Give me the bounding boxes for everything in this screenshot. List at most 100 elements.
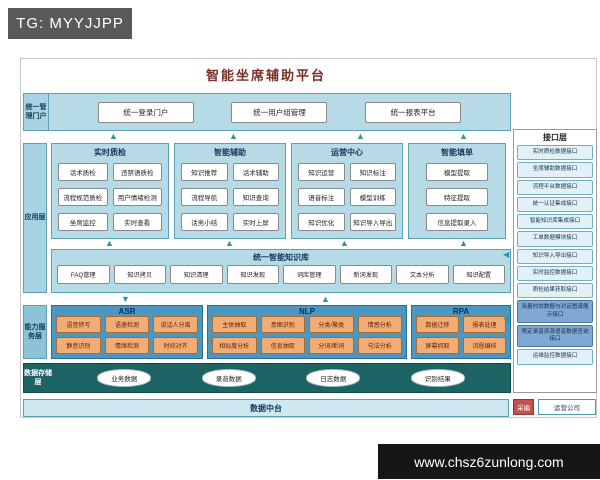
app-function-item: 知识运营 [298,163,345,181]
footer-box-left: 采编 [513,399,534,415]
up-arrow-icon: ▲ [356,131,365,141]
capability-layer-label: 能力服务层 [23,305,47,359]
app-function-item: 实时查看 [112,213,162,231]
capability-item: 相似度分析 [212,336,257,354]
interface-item: 流程平台数据接口 [517,179,593,195]
portal-item: 统一登录门户 [97,101,194,123]
data-platform-bar: 数据中台 [23,399,509,417]
panel-title: RPA [452,307,470,316]
interface-item: 智能知识库集成接口 [517,214,593,230]
database-cylinder: 识别结果 [410,369,465,387]
up-arrow-icon: ▲ [459,238,468,248]
interface-layer-title: 接口层 [543,133,567,142]
panel-nlp: NLP 主体抽取意图识别分类/聚类情感分析相似度分析信息抽取分词/断词句法分析 [207,305,407,359]
group-title: 运营中心 [331,148,363,157]
database-cylinder: 业务数据 [97,369,152,387]
portal-arrows: ▲ ▲ ▲ ▲ [21,132,511,142]
site-badge: www.chsz6zunlong.com [378,444,600,479]
capability-item: 分类/聚类 [309,316,354,334]
up-arrow-icon: ▲ [225,238,234,248]
capability-layer: 能力服务层 ASR 语音转写语速检测说话人分离静音识别情绪检测时间对齐 NLP … [23,305,511,359]
group-arrows: ▲ ▲ ▲ ▲ [51,239,511,249]
interface-item: 坐席辅助数据接口 [517,162,593,178]
panel-asr: ASR 语音转写语速检测说话人分离静音识别情绪检测时间对齐 [51,305,203,359]
down-arrow-icon: ▼ [121,294,130,304]
interface-item: 统一认证集成接口 [517,196,593,213]
group-title: 实时质检 [94,148,126,157]
app-function-item: 特征提取 [425,188,489,206]
knowledge-base-item: 知识发现 [226,265,279,284]
app-function-item: 话务小结 [181,213,228,231]
app-function-item: 信息提取录入 [425,213,489,231]
capability-item: 分词/断词 [309,336,354,354]
database-cylinder: 日志数据 [306,369,361,387]
database-cylinder: 录音数据 [201,369,256,387]
portal-layer-label: 统一管理门户 [23,93,49,131]
knowledge-base-item: 文本分析 [396,265,449,284]
panel-title: NLP [299,307,315,316]
portal-item: 统一用户组管理 [231,101,328,123]
app-function-item: 违禁语质检 [112,163,162,181]
group-title: 智能填单 [441,148,473,157]
storage-layer: 数据存储层 业务数据 录音数据 日志数据 识别结果 [23,363,511,393]
group-smart-form: 智能填单 模型提取特征提取信息提取录入 [408,143,506,239]
knowledge-base-title: 统一智能知识库 [253,253,309,262]
capability-item: 语音转写 [56,316,101,334]
app-function-item: 实时上屏 [232,213,279,231]
up-arrow-icon: ▲ [109,131,118,141]
knowledge-base-box: 统一智能知识库 FAQ管理知识拷贝知识清理知识发现词库管理新词发现文本分析知识配… [51,249,511,293]
application-groups: 实时质检 话术质检违禁语质检流程规范质检用户情绪检测坐席监控实时查看 智能辅助 … [51,143,511,239]
interface-item: 限定录音资源语音数据查询接口 [517,324,593,348]
app-function-item: 话术辅助 [232,163,279,181]
up-arrow-icon: ▲ [459,131,468,141]
capability-item: 说话人分离 [153,316,198,334]
up-arrow-icon: ▲ [340,238,349,248]
group-title: 智能辅助 [214,148,246,157]
interface-item: 工单数据模块接口 [517,231,593,247]
group-operation-center: 运营中心 知识运营知识标注语音标注模型训练知识优化知识导入导出 [291,143,403,239]
knowledge-base-item: 知识清理 [170,265,223,284]
left-arrow-icon: ◀ [503,250,510,259]
architecture-diagram: 智能坐席辅助平台 统一管理门户 统一登录门户 统一用户组管理 统一报表平台 ▲ ▲ … [20,58,597,418]
capability-item: 意图识别 [260,316,305,334]
storage-layer-label: 数据存储层 [24,369,52,386]
interface-item: 实时监控数据接口 [517,265,593,282]
diagram-title: 智能坐席辅助平台 [205,68,326,83]
application-layer-label: 应用层 [23,143,47,293]
left-arrow-icon: ◀ [503,314,510,323]
capability-item: 语速检测 [104,316,150,334]
app-function-item: 知识导入导出 [349,213,396,231]
knowledge-base-item: 新词发现 [339,265,392,284]
capability-item: 主体抽取 [212,316,257,334]
panel-title: ASR [118,307,136,316]
group-realtime-qc: 实时质检 话术质检违禁语质检流程规范质检用户情绪检测坐席监控实时查看 [51,143,169,239]
capability-item: 信息抽取 [260,336,305,354]
knowledge-base-item: 词库管理 [283,265,336,284]
interface-item: 知识导入导出接口 [517,248,593,264]
app-function-item: 话术质检 [58,163,108,181]
app-function-item: 知识查询 [232,188,279,206]
up-arrow-icon: ▲ [229,131,238,141]
application-layer: 应用层 实时质检 话术质检违禁语质检流程规范质检用户情绪检测坐席监控实时查看 智… [23,143,511,293]
portal-bar: 统一登录门户 统一用户组管理 统一报表平台 [49,93,511,131]
group-smart-assist: 智能辅助 知识推荐话术辅助流程导航知识查询话务小结实时上屏 [174,143,286,239]
app-function-item: 模型提取 [425,163,489,181]
capability-item: 静音识别 [56,336,101,354]
knowledge-base-item: 知识拷贝 [113,265,166,284]
capability-item: 数据迁移 [416,316,459,334]
app-function-item: 流程规范质检 [58,188,108,206]
app-function-item: 用户情绪检测 [112,188,162,206]
tg-badge: TG: MYYJJPP [8,8,132,39]
app-function-item: 知识标注 [349,163,396,181]
knowledge-base-item: 知识配置 [452,265,505,284]
knowledge-base-item: FAQ管理 [57,265,110,284]
interface-item: 海量时效数据与对话图谱展示接口 [517,300,593,323]
app-function-item: 流程导航 [181,188,228,206]
footer-box-company: 运营公司 [538,399,596,415]
interface-item: 实时质检数据接口 [517,145,593,161]
portal-item: 统一报表平台 [365,101,462,123]
panel-rpa: RPA 数据迁移报表处理屏幕抓取流程编排 [411,305,511,359]
up-arrow-icon: ▲ [321,294,330,304]
app-function-item: 知识优化 [298,213,345,231]
capability-arrows: ▼ ▲ [21,295,511,304]
